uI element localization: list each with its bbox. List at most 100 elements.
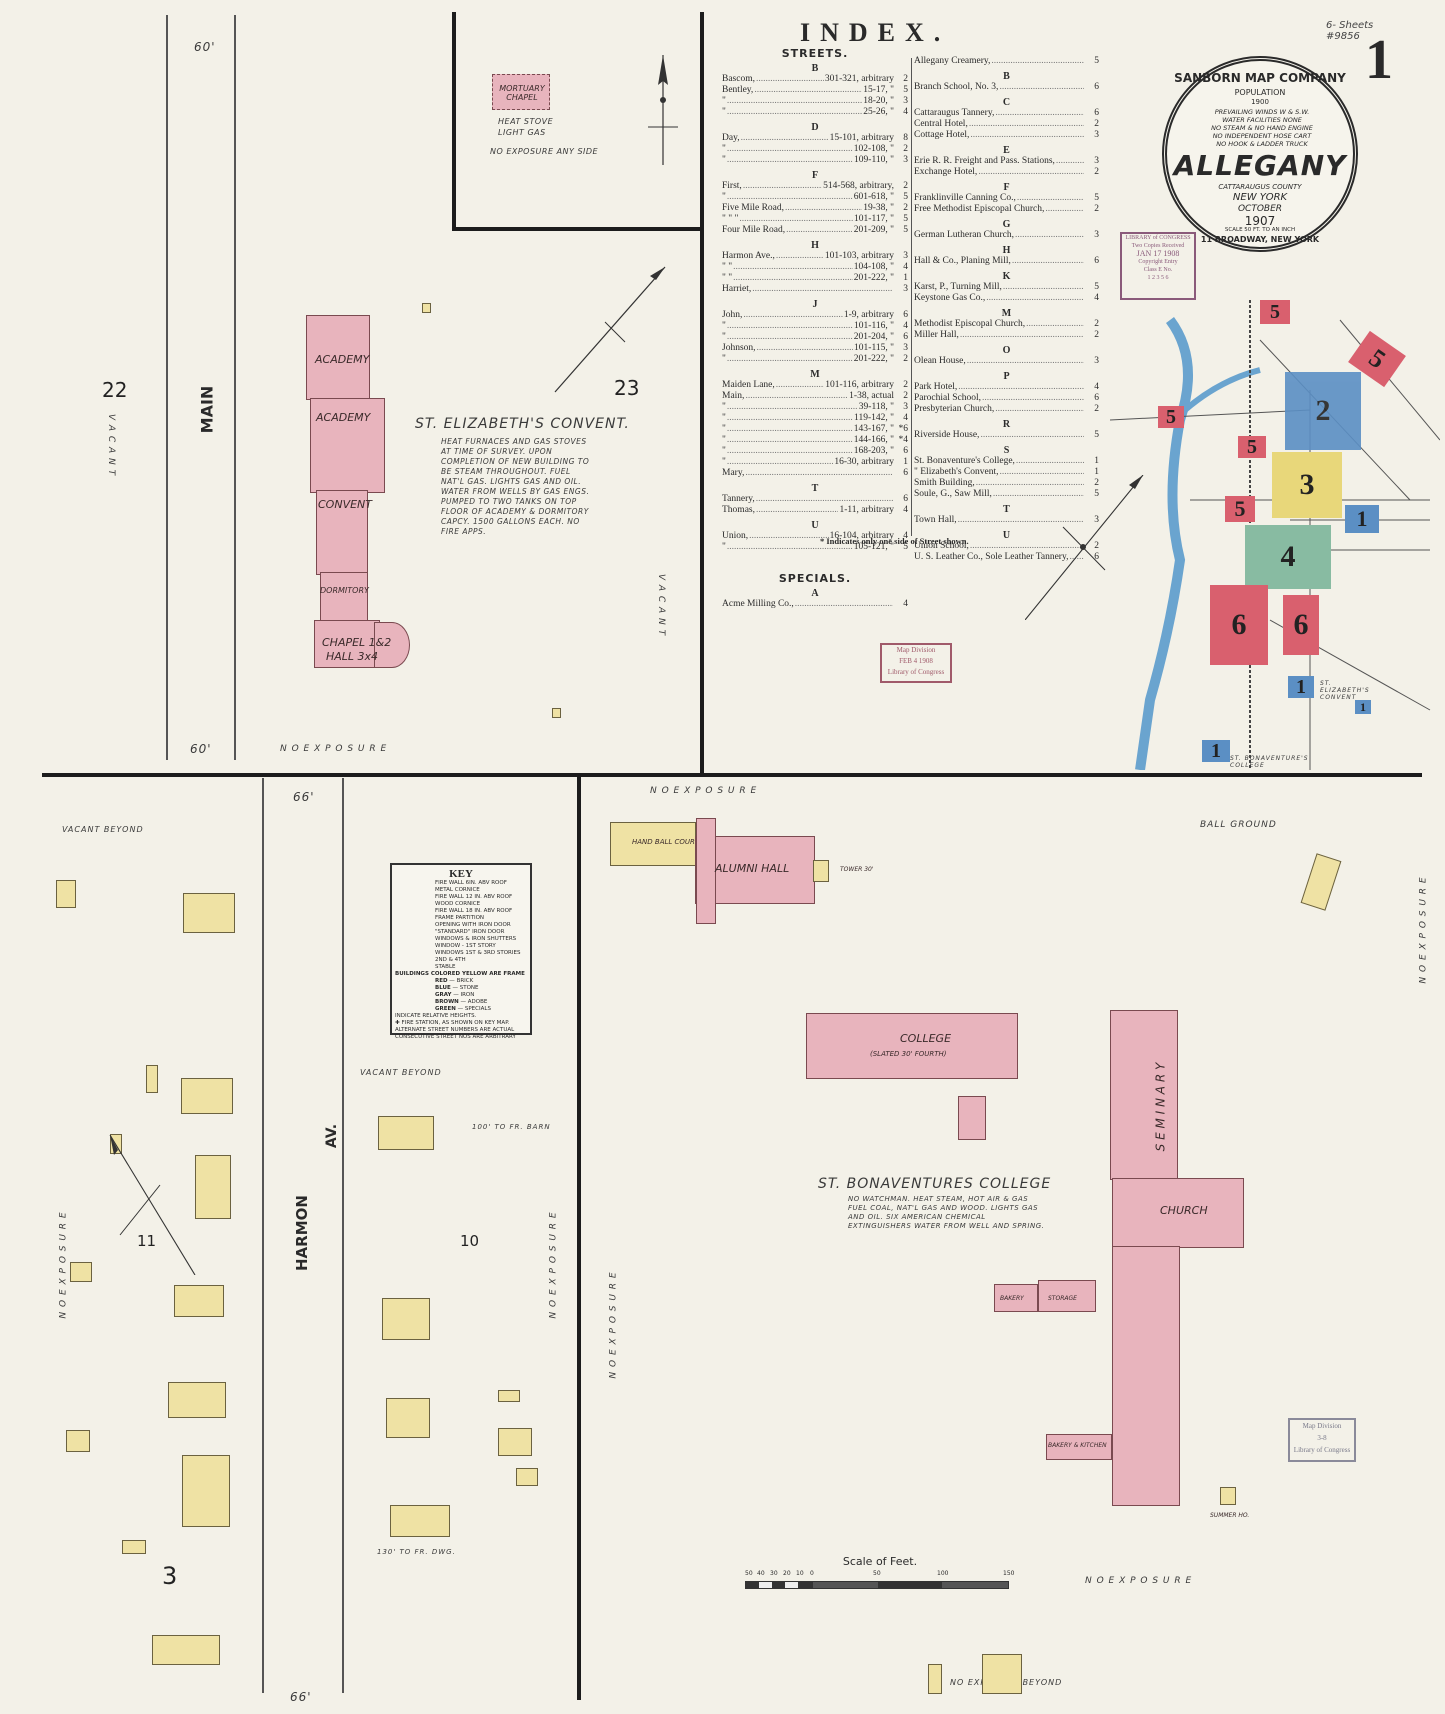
mortuary-chapel-building (492, 74, 550, 110)
index-entry[interactable]: Acme Milling Co.,4 (722, 599, 908, 610)
color-meaning: BRICK (456, 978, 474, 984)
index-entry[interactable]: "119-142, "4 (722, 413, 908, 424)
index-entry[interactable]: "39-118, "3 (722, 402, 908, 413)
keymap-block-1-harmon[interactable]: 1 (1345, 505, 1379, 533)
index-entry[interactable]: German Lutheran Church,3 (914, 230, 1099, 241)
index-entry[interactable]: Four Mile Road,201-209, "5 (722, 225, 908, 236)
index-entry-sheet: 3 (1094, 515, 1099, 525)
index-footnote: * Indicates only one side of Street show… (820, 536, 969, 546)
main-street-label: MAIN (197, 385, 217, 434)
index-entry[interactable]: Parochial School,6 (914, 393, 1099, 404)
index-entry-sheet: 6 (1094, 82, 1099, 92)
keymap-block-5-top[interactable]: 5 (1260, 300, 1290, 324)
index-entry-range: 301-321, arbitrary (824, 74, 894, 84)
keymap-block-3[interactable]: 3 (1272, 452, 1342, 518)
index-entry[interactable]: U. S. Leather Co., Sole Leather Tannery,… (914, 552, 1099, 563)
keymap-block-6-west[interactable]: 6 (1210, 585, 1268, 665)
index-letter-heading: D (811, 122, 819, 133)
index-entry[interactable]: Tannery,6 (722, 494, 908, 505)
keymap-block-1-convent[interactable]: 1 (1288, 676, 1314, 698)
keymap-block-5-center[interactable]: 5 (1238, 436, 1266, 458)
index-entry-sheet: 4 (903, 107, 908, 117)
index-entry-sheet: 6 (1094, 256, 1099, 266)
index-entry[interactable]: " " "101-117, "5 (722, 214, 908, 225)
index-entry[interactable]: Harriet,3 (722, 284, 908, 295)
index-entry[interactable]: "102-108, "2 (722, 144, 908, 155)
index-entry[interactable]: " "104-108, "4 (722, 262, 908, 273)
index-entry[interactable]: Olean House,3 (914, 356, 1099, 367)
index-entry[interactable]: "109-110, "3 (722, 155, 908, 166)
index-entry[interactable]: Franklinville Canning Co.,5 (914, 193, 1099, 204)
leader-dots (743, 181, 822, 192)
mortuary-light: LIGHT GAS (498, 128, 546, 137)
index-letter-heading: C (1002, 97, 1011, 108)
index-entry[interactable]: Soule, G., Saw Mill,5 (914, 489, 1099, 500)
index-entry-sheet: 5 (1094, 489, 1099, 499)
index-entry[interactable]: Karst, P., Turning Mill,5 (914, 282, 1099, 293)
index-entry[interactable]: Cattaraugus Tannery,6 (914, 108, 1099, 119)
index-letter-heading: T (811, 483, 819, 494)
index-entry[interactable]: "168-203, "6 (722, 446, 908, 457)
index-entry[interactable]: Miller Hall,2 (914, 330, 1099, 341)
college-notes: NO WATCHMAN. HEAT STEAM, HOT AIR & GAS F… (848, 1195, 1045, 1230)
index-entry[interactable]: Five Mile Road,19-38, "2 (722, 203, 908, 214)
index-entry-name: " Elizabeth's Convent, (914, 467, 999, 477)
index-entry[interactable]: Free Methodist Episcopal Church,2 (914, 204, 1099, 215)
index-entry[interactable]: Methodist Episcopal Church,2 (914, 319, 1099, 330)
index-entry[interactable]: Keystone Gas Co.,4 (914, 293, 1099, 304)
keymap-block-1-small[interactable]: 1 (1355, 700, 1371, 714)
keymap-block-5-bentley[interactable]: 5 (1225, 496, 1255, 522)
index-entry[interactable]: Branch School, No. 3,6 (914, 82, 1099, 93)
index-entry[interactable]: " "201-222, "1 (722, 273, 908, 284)
index-entry[interactable]: "201-222, "2 (722, 354, 908, 365)
index-entry[interactable]: Exchange Hotel,2 (914, 167, 1099, 178)
index-entry[interactable]: "201-204, "6 (722, 332, 908, 343)
keymap-block-4[interactable]: 4 (1245, 525, 1331, 589)
index-entry[interactable]: "601-618, "5 (722, 192, 908, 203)
index-entry[interactable]: St. Bonaventure's College,1 (914, 456, 1099, 467)
index-letter-heading: A (811, 588, 819, 599)
index-entry[interactable]: Town Hall,3 (914, 515, 1099, 526)
index-entry[interactable]: "105-121, "5 (722, 542, 908, 553)
leader-dots (995, 108, 1084, 119)
index-entry-range: 514-568, arbitrary, (823, 181, 894, 191)
index-entry[interactable]: Hall & Co., Planing Mill,6 (914, 256, 1099, 267)
index-entry[interactable]: " Elizabeth's Convent,1 (914, 467, 1099, 478)
keymap-block-2[interactable]: 2 (1285, 372, 1361, 450)
index-entry[interactable]: Mary,6 (722, 468, 908, 479)
index-entry[interactable]: "143-167, "*6 (722, 424, 908, 435)
scale-bar: Scale of Feet. 50 40 30 20 10 0 50 100 1… (745, 1555, 1015, 1589)
index-entry[interactable]: "18-20, "3 (722, 96, 908, 107)
index-entry[interactable]: Presbyterian Church,2 (914, 404, 1099, 415)
index-entry[interactable]: "144-166, "*4 (722, 435, 908, 446)
index-entry[interactable]: Park Hotel,4 (914, 382, 1099, 393)
index-entry[interactable]: "101-116, "4 (722, 321, 908, 332)
index-entry[interactable]: Union School,2 (914, 541, 1099, 552)
index-entry[interactable]: "25-26, "4 (722, 107, 908, 118)
index-entry[interactable]: First,514-568, arbitrary,2 (722, 181, 908, 192)
keymap-block-5-river[interactable]: 5 (1158, 406, 1184, 428)
stamp-line: Copyright Entry (1138, 259, 1178, 265)
index-entry[interactable]: Johnson,101-115, "3 (722, 343, 908, 354)
index-entry[interactable]: Smith Building,2 (914, 478, 1099, 489)
index-entry[interactable]: Bentley,15-17, "5 (722, 85, 908, 96)
index-entry[interactable]: Cottage Hotel,3 (914, 130, 1099, 141)
keymap-block-6-east[interactable]: 6 (1283, 595, 1319, 655)
keymap-block-1-college[interactable]: 1 (1202, 740, 1230, 762)
index-entry[interactable]: Central Hotel,2 (914, 119, 1099, 130)
index-entry-sheet: 6 (903, 446, 908, 456)
index-letter-heading: K (1002, 271, 1011, 282)
dwelling (386, 1398, 430, 1438)
index-entry[interactable]: Allegany Creamery,5 (914, 56, 1099, 67)
index-entry[interactable]: Erie R. R. Freight and Pass. Stations,3 (914, 156, 1099, 167)
index-entry[interactable]: Riverside House,5 (914, 430, 1099, 441)
